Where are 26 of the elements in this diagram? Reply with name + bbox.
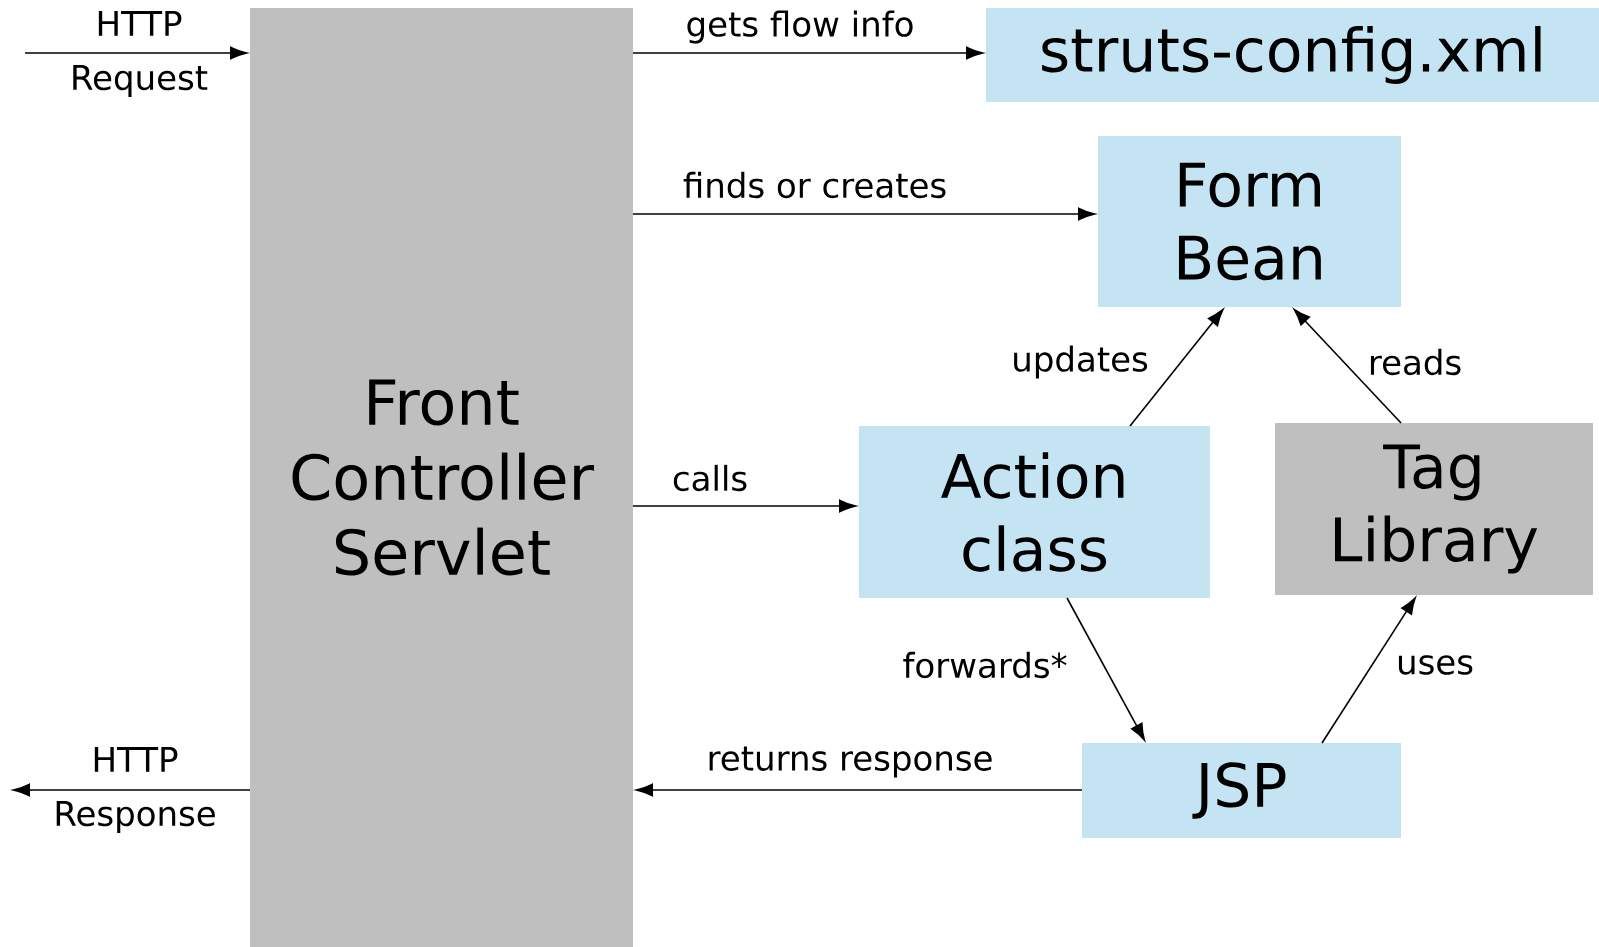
component-box: Form Bean: [1098, 136, 1401, 307]
edge-label: returns response: [709, 746, 992, 778]
component-box: Front Controller Servlet: [250, 8, 633, 947]
edge-label: reads: [1370, 348, 1461, 376]
arrow: [24, 46, 248, 60]
edge-label: gets flow info: [687, 10, 913, 44]
component-box: JSP: [1082, 743, 1401, 838]
component-box: Action class: [859, 426, 1210, 598]
arrow: [12, 783, 251, 797]
component-box: struts-config.xml: [986, 8, 1599, 102]
arrow: [635, 783, 1083, 797]
edge-label: HTTP Response: [56, 747, 215, 833]
arrow: [632, 207, 1096, 221]
edge-label: finds or creates: [683, 171, 946, 199]
arrow: [632, 499, 857, 513]
edge-label: calls: [673, 464, 747, 492]
arrow: [1129, 308, 1224, 427]
arrow: [632, 46, 984, 60]
component-box: Tag Library: [1275, 423, 1593, 595]
edge-label: uses: [1398, 655, 1473, 675]
edge-label: HTTP Request: [73, 11, 208, 97]
edge-label: updates: [1014, 345, 1148, 379]
edge-label: forwards*: [903, 651, 1067, 679]
arrow: [1321, 597, 1416, 744]
arrow: [1293, 308, 1402, 424]
arrow: [1066, 597, 1146, 741]
